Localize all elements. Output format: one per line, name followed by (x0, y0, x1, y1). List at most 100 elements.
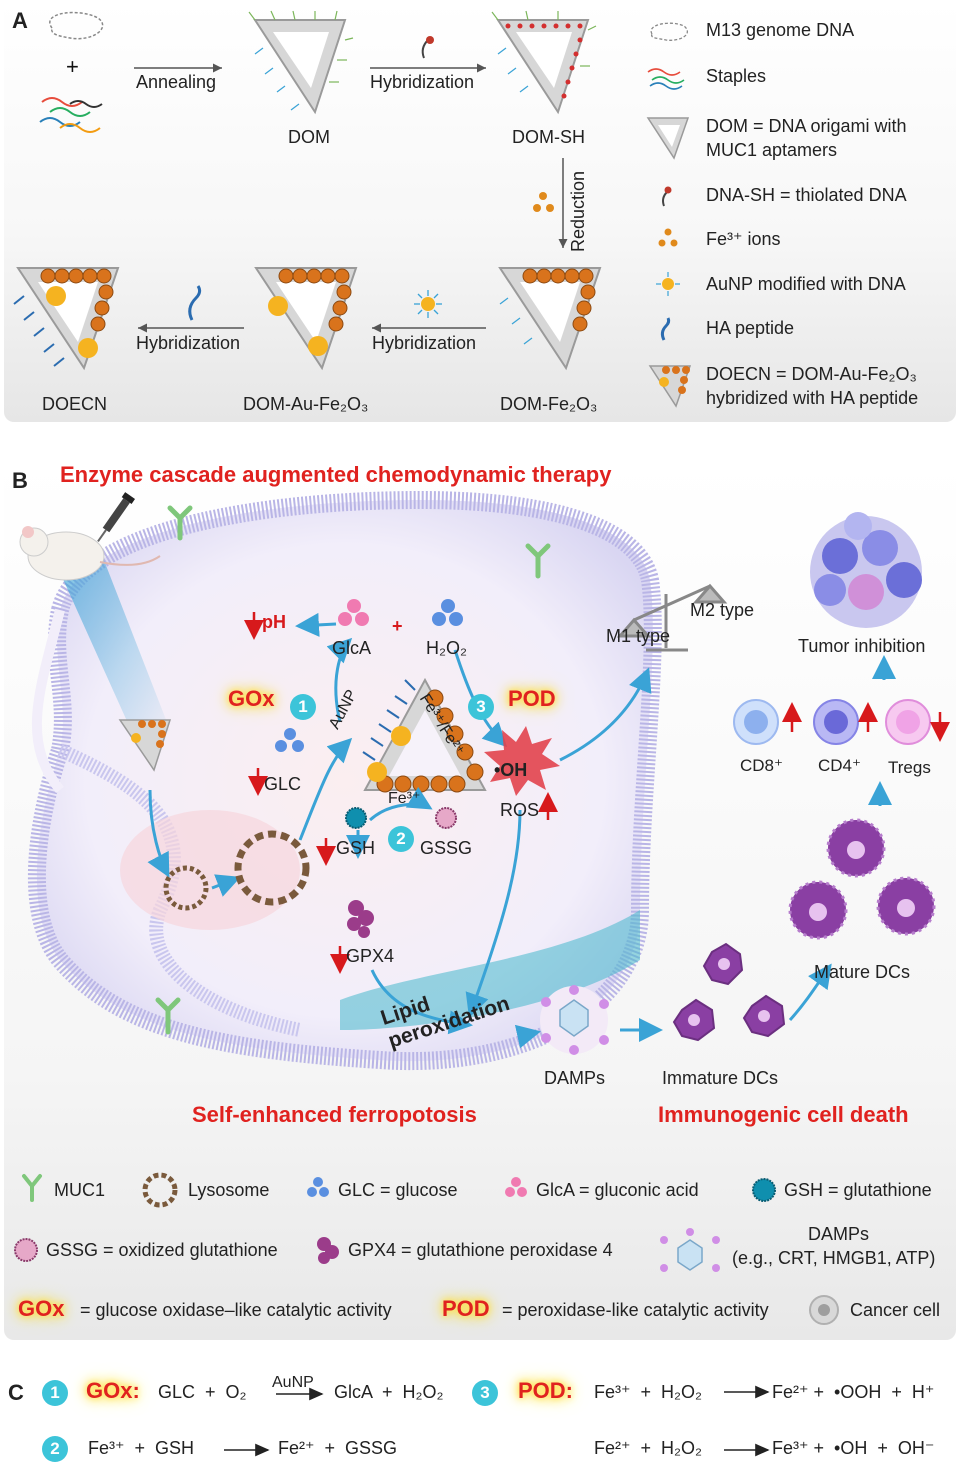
self-ferroptosis-title: Self-enhanced ferropotosis (192, 1102, 477, 1127)
immature-dcs-label: Immature DCs (662, 1068, 779, 1088)
cd8-label: CD8⁺ (740, 756, 783, 775)
h2o2-label: H₂O₂ (426, 638, 467, 658)
tumor-cluster-icon (810, 512, 922, 628)
gpx4-legend-icon (317, 1237, 339, 1264)
legend-a-ha: HA peptide (706, 318, 795, 338)
legend-a-doecn: DOECN = DOM-Au-Fe₂O₃ hybridized with HA … (706, 364, 919, 408)
reaction-1-badge: 1 (42, 1380, 68, 1406)
gsh-legend-icon (752, 1178, 776, 1202)
panel-a-label: A (12, 8, 28, 33)
oh-radical-label: •OH (494, 760, 528, 780)
hybridization-label-1: Hybridization (370, 72, 475, 92)
dom-triangle (248, 10, 354, 115)
gsh-icon (345, 807, 367, 829)
svg-text:+: + (66, 54, 79, 79)
syringe-icon (97, 492, 136, 543)
legend-b-gpx4: GPX4 = glutathione peroxidase 4 (348, 1240, 613, 1260)
step-1-badge: 1 (290, 694, 316, 720)
muc1-receptors (155, 505, 551, 1035)
damps-legend-icon (660, 1228, 720, 1272)
legend-b-gssg: GSSG = oxidized glutathione (46, 1240, 278, 1260)
pod-label: POD (508, 686, 556, 711)
legend-a-fe-ions: Fe³⁺ ions (706, 229, 781, 249)
dom-au-fe2o3-triangle (254, 267, 358, 371)
reaction-1-name: GOx: (86, 1378, 140, 1403)
hybridization-label-3: Hybridization (136, 333, 241, 353)
staples-icon (39, 97, 103, 133)
dom-sh-label: DOM-SH (512, 127, 585, 147)
tregs-label: Tregs (888, 758, 931, 777)
legend-a-staples: Staples (706, 66, 767, 86)
panel-b-label: B (12, 468, 28, 493)
panel-c (4, 1355, 956, 1467)
muc1-icon (22, 1174, 42, 1202)
reaction-2-right: Fe²⁺ + GSSG (278, 1438, 398, 1458)
panel-c-label: C (8, 1380, 24, 1405)
legend-b-damps: DAMPs (808, 1224, 870, 1244)
reaction-2-badge: 2 (42, 1436, 68, 1462)
legend-b-glc: GLC = glucose (338, 1180, 458, 1200)
m1-type-label: M1 type (606, 626, 671, 646)
legend-b-lysosome: Lysosome (188, 1180, 270, 1200)
reaction-3a-left: Fe³⁺ + H₂O₂ (594, 1382, 702, 1402)
mouse-icon (19, 526, 161, 581)
gpx4-icon (347, 900, 374, 938)
cell-illustration (19, 490, 950, 1070)
ha-peptide-icon (188, 285, 202, 321)
mature-dcs-label: Mature DCs (814, 962, 911, 982)
panel-b-legend-icons (14, 1172, 839, 1325)
reaction-2-left: Fe³⁺ + GSH (88, 1438, 195, 1458)
m2-type-label: M2 type (690, 600, 755, 620)
lysosome-legend-icon (142, 1172, 178, 1208)
oh-burst (484, 726, 560, 796)
damps-label: DAMPs (544, 1068, 606, 1088)
plus-sign: + (392, 616, 403, 636)
legend-a-dna-sh: DNA-SH = thiolated DNA (706, 185, 907, 205)
legend-b-pod-desc: = peroxidase-like catalytic activity (502, 1300, 769, 1320)
fe3-label: Fe³⁺ (388, 790, 421, 807)
aunp-icon (414, 290, 442, 318)
legend-a-m13: M13 genome DNA (706, 20, 855, 40)
glca-label: GlcA (332, 638, 372, 658)
gox-label: GOx (228, 686, 275, 711)
fe-ions-icon (533, 192, 554, 212)
glca-legend-icon (505, 1177, 527, 1197)
damps-icon (540, 985, 609, 1055)
central-doecn (362, 677, 487, 793)
legend-b-cancer-cell: Cancer cell (850, 1300, 941, 1320)
legend-a-dom: DOM = DNA origami with MUC1 aptamers (706, 116, 907, 160)
balance-scale-icon (616, 583, 728, 652)
ros-label: ROS (500, 800, 540, 820)
legend-b-gox-desc: = glucose oxidase–like catalytic activit… (80, 1300, 392, 1320)
dom-au-fe2o3-label: DOM-Au-Fe₂O₃ (243, 394, 369, 414)
reaction-1-left: GLC + O₂ (158, 1382, 247, 1402)
lysosome-icon-1 (163, 865, 209, 911)
gsh-label: GSH (336, 838, 376, 858)
doecn-label: DOECN (42, 394, 108, 414)
reduction-label: Reduction (568, 170, 588, 252)
tumor-inhibition-label: Tumor inhibition (798, 636, 926, 656)
legend-a-aunp: AuNP modified with DNA (706, 274, 906, 294)
reaction-1-catalyst: AuNP (272, 1374, 314, 1391)
doecn-triangle (13, 267, 120, 371)
gssg-legend-icon (14, 1238, 38, 1262)
gssg-label: GSSG (420, 838, 473, 858)
dom-fe2o3-label: DOM-Fe₂O₃ (500, 394, 598, 414)
m13-genome-icon (49, 11, 104, 40)
glc-legend-icon (307, 1177, 329, 1197)
reaction-3b-right: Fe³⁺ + •OH + OH⁻ (772, 1438, 935, 1458)
cd4-label: CD4⁺ (818, 756, 861, 775)
reaction-3-name: POD: (518, 1378, 573, 1403)
step-2-badge: 2 (388, 826, 414, 852)
legend-b-muc1: MUC1 (54, 1180, 106, 1200)
ph-label: pH (262, 612, 286, 632)
legend-b-damps-examples: (e.g., CRT, HMGB1, ATP) (732, 1248, 936, 1268)
panel-b-title: Enzyme cascade augmented chemodynamic th… (60, 462, 612, 487)
reaction-arrows (224, 1385, 770, 1457)
legend-b-gox-word: GOx (18, 1296, 65, 1321)
reaction-3-badge: 3 (472, 1380, 498, 1406)
legend-b-glca: GlcA = gluconic acid (536, 1180, 699, 1200)
legend-b-gsh: GSH = glutathione (784, 1180, 932, 1200)
legend-b-pod-word: POD (442, 1296, 490, 1321)
dom-fe2o3-triangle (498, 267, 602, 371)
